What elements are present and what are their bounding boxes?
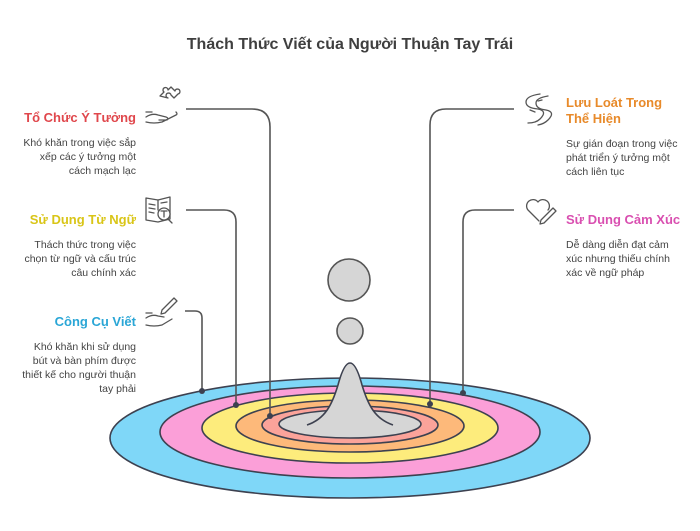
description-line: xếp các ý tưởng một [39,151,136,163]
heading-line: Sử Dụng Cảm Xúc [566,212,681,227]
challenge-word-usage: Sử Dụng Từ Ngữ Thách thức trong việc chọ… [10,212,136,280]
connector-dot [427,401,433,407]
description-line: Khó khăn trong việc sắp [23,137,136,149]
description-line: xác về ngữ pháp [566,267,645,279]
description-line: Dễ dàng diễn đạt cảm [566,239,669,251]
heart-pen-icon [525,198,557,225]
description: Khó khăn trong việc sắp xếp các ý tưởng … [10,136,136,178]
challenge-emotion-usage: Sử Dụng Cảm Xúc Dễ dàng diễn đạt cảm xúc… [566,212,696,280]
description: Dễ dàng diễn đạt cảm xúc nhưng thiếu chí… [566,238,696,280]
connector-to-right-pink-ring [462,209,514,393]
description: Sự gián đoạn trong việc phát triển ý tưở… [566,137,696,179]
book-search-icon [145,196,173,224]
description-line: cách liên tục [566,166,625,178]
challenge-expression-fluency: Lưu Loát Trong Thể Hiện Sự gián đoạn tro… [566,95,696,179]
heading: Sử Dụng Từ Ngữ [29,212,136,227]
description-line: Sự gián đoạn trong việc [566,138,678,150]
heading: Công Cụ Viết [54,314,136,329]
droplet-small [336,317,364,345]
description-line: cách mạch lạc [68,165,136,177]
heading: Tổ Chức Ý Tưởng [24,110,136,125]
splash-peak [307,363,393,425]
description-line: xúc nhưng thiếu chính [566,253,670,265]
description-line: tay phải [99,383,136,395]
description-line: câu chính xác [71,267,136,279]
connector-dot [267,413,273,419]
heading: Lưu Loát Trong Thể Hiện [566,95,696,127]
connector-dot [199,388,205,394]
connector-to-yellow-ring [186,209,237,405]
pen-hand-icon [145,297,178,327]
connector-to-right-yellow-ring [429,108,514,404]
description-line: chọn từ ngữ và cấu trúc [24,253,136,265]
description: Khó khăn khi sử dụng bút và bàn phím đượ… [10,340,136,396]
connector-to-pink-ring [185,310,203,391]
connector-to-orange-ring [186,108,271,416]
description-line: Khó khăn khi sử dụng [33,341,136,353]
description-line: Thách thức trong việc [34,239,136,251]
challenge-writing-tools: Công Cụ Viết Khó khăn khi sử dụng bút và… [10,314,136,396]
droplet-large [327,258,371,302]
splash-peak-outline [306,362,394,426]
challenge-idea-organization: Tổ Chức Ý Tưởng Khó khăn trong việc sắp … [10,110,136,178]
heading: Sử Dụng Cảm Xúc [566,212,696,228]
description-line: phát triển ý tưởng một [566,152,670,164]
diagram-title: Thách Thức Viết của Người Thuận Tay Trái [186,36,514,53]
description-line: bút và bàn phím được [32,355,136,367]
description-line: thiết kế cho người thuận [22,369,136,381]
winding-road-icon [525,93,553,126]
description: Thách thức trong việc chọn từ ngữ và cấu… [10,238,136,280]
connector-dot [233,402,239,408]
connector-dot [460,390,466,396]
puzzle-hand-icon [145,86,181,124]
heading-line: Thể Hiện [566,111,621,126]
heading-line: Lưu Loát Trong [566,95,663,110]
